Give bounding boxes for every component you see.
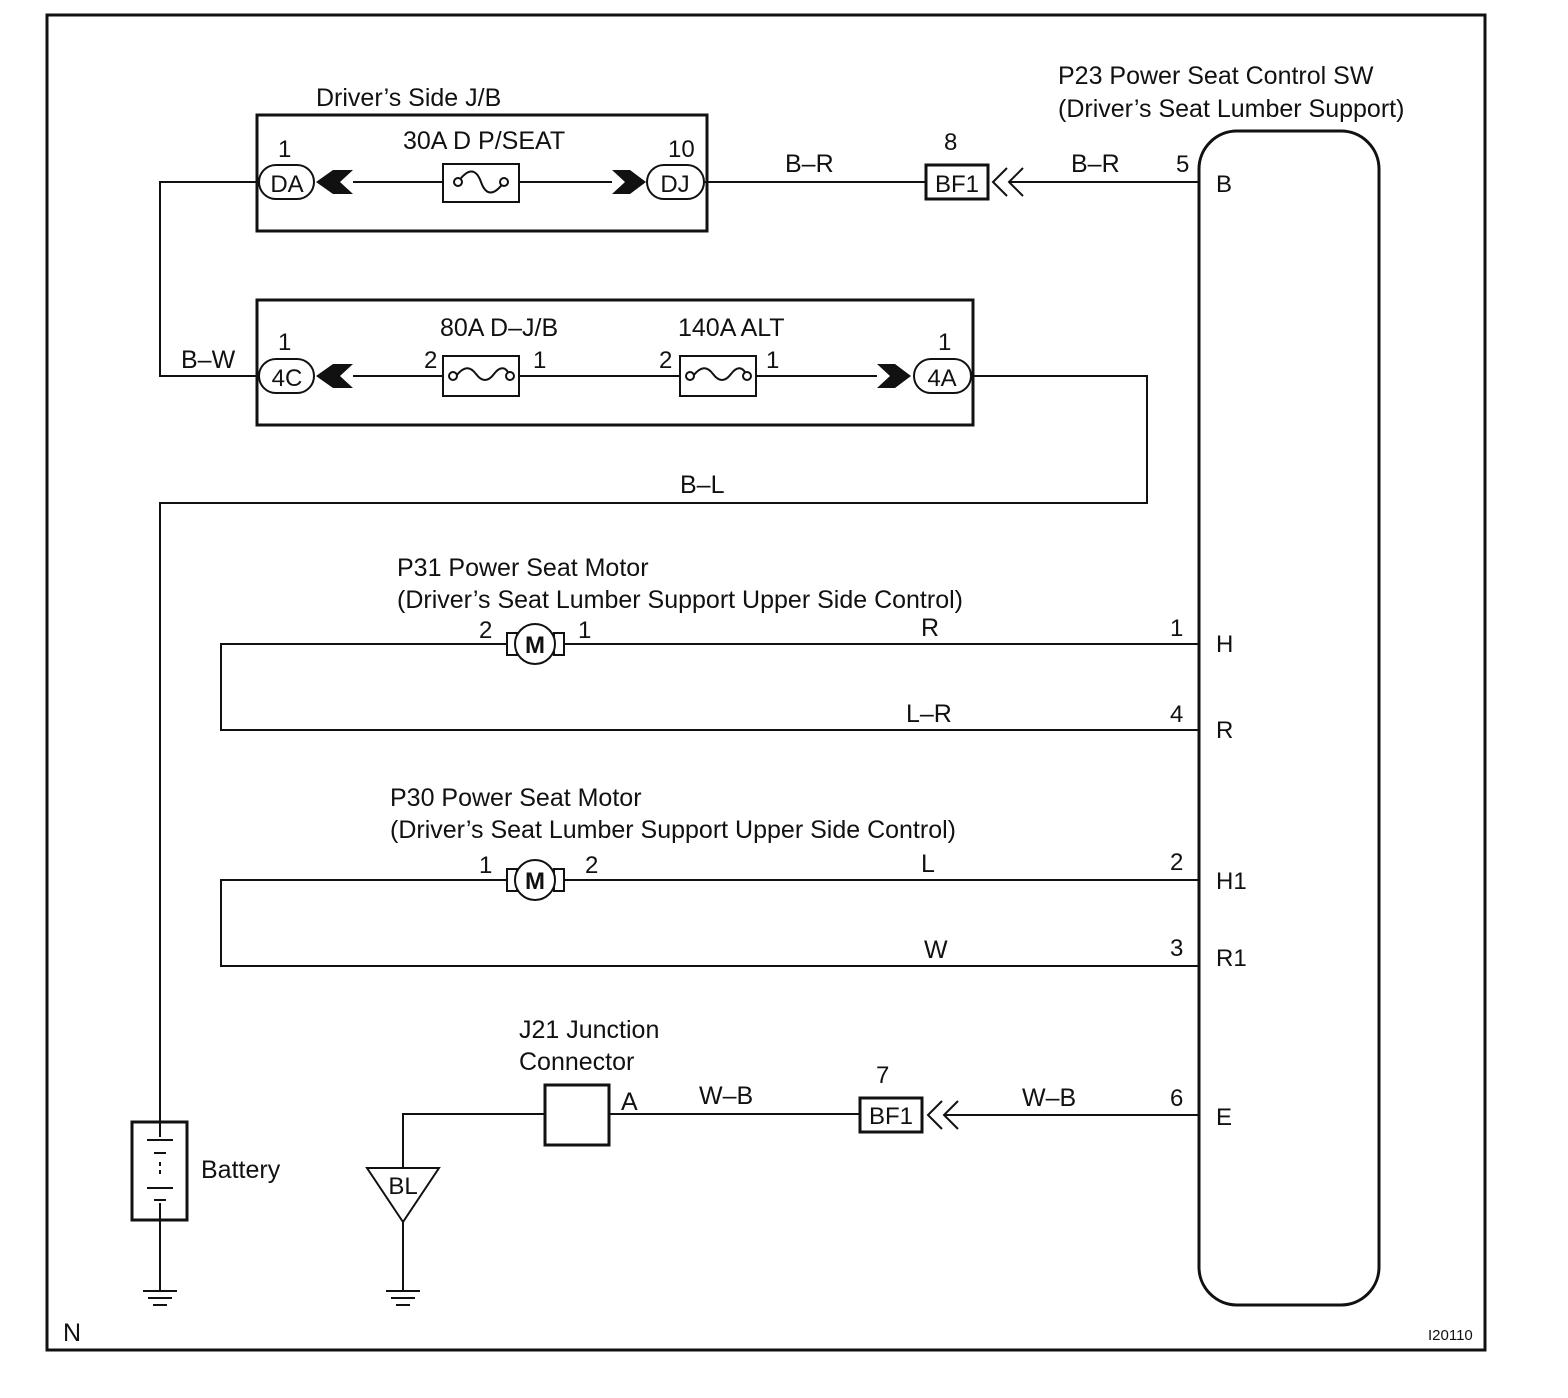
bf1-bottom-connector <box>858 1096 924 1134</box>
switch-terminal-h: H <box>1216 631 1233 658</box>
motor-p30-symbol: M <box>525 868 545 895</box>
bf1-top-label: BF1 <box>935 171 979 198</box>
wire-wb-right-label: W–B <box>1022 1084 1076 1112</box>
connector-4a-label: 4A <box>927 365 956 392</box>
corner-label-n: N <box>63 1319 81 1347</box>
fuse-80a-label: 80A D–J/B <box>440 314 558 342</box>
bf1-top-pin: 8 <box>944 129 957 156</box>
switch-pin-1: 1 <box>1170 615 1183 642</box>
fuse-140a-pin-right: 1 <box>766 347 779 374</box>
diagram-frame <box>45 13 1487 1352</box>
fuse-30a-element <box>457 170 505 194</box>
motor-p30-pin-left: 1 <box>479 852 492 879</box>
motor-p30-title-line2: (Driver’s Seat Lumber Support Upper Side… <box>390 816 956 844</box>
motor-p30-pin-right: 2 <box>585 852 598 879</box>
junction-title-line2: Connector <box>519 1048 634 1076</box>
switch-pin-2: 2 <box>1170 849 1183 876</box>
figure-code: I20110 <box>1428 1327 1473 1344</box>
switch-p23-body <box>1197 129 1381 1307</box>
wire-bl-label: B–L <box>680 471 725 499</box>
switch-terminal-b: B <box>1216 171 1232 198</box>
motor-p31-pin-right: 1 <box>578 617 591 644</box>
wire-wb-left-label: W–B <box>699 1082 753 1110</box>
fuse-80a-element <box>455 367 511 381</box>
connector-4a-arrow-icon <box>877 364 911 388</box>
ground-point-bl-icon <box>365 1167 441 1224</box>
motor-p31-symbol: M <box>525 632 545 659</box>
motor-p31-pin-left: 2 <box>479 617 492 644</box>
switch-terminal-r: R <box>1216 717 1233 744</box>
wire-br-right-label: B–R <box>1071 150 1120 178</box>
fuse-80a-pin-right: 1 <box>533 347 546 374</box>
motor-p30-icon <box>506 859 565 901</box>
switch-pin-4: 4 <box>1170 701 1183 728</box>
switch-title-line2: (Driver’s Seat Lumber Support) <box>1058 95 1404 123</box>
wire-w-label: W <box>924 936 948 964</box>
junction-j21-box <box>543 1083 611 1147</box>
box-left-pin: 1 <box>278 329 291 356</box>
bf1-bottom-pin: 7 <box>876 1062 889 1089</box>
fusible-link-box <box>255 298 975 427</box>
switch-title-line1: P23 Power Seat Control SW <box>1058 62 1374 90</box>
bf1-bottom-label: BF1 <box>869 1103 913 1130</box>
connector-da-arrow-icon <box>316 170 353 194</box>
ground-icon-left <box>143 1290 177 1306</box>
box-right-pin: 1 <box>938 329 951 356</box>
connector-4c-label: 4C <box>272 365 303 392</box>
bf1-top-connector <box>924 163 990 201</box>
wire-r-label: R <box>921 614 939 642</box>
fuse-140a-label: 140A ALT <box>678 314 785 342</box>
driver-jb-left-pin: 1 <box>278 136 291 163</box>
bf1-bottom-chevron-icon <box>926 1100 959 1130</box>
driver-jb-box <box>255 113 709 233</box>
motor-p31-title-line1: P31 Power Seat Motor <box>397 554 649 582</box>
connector-dj-label: DJ <box>660 171 689 198</box>
connector-4c-arrow-icon <box>316 364 353 388</box>
battery-label: Battery <box>201 1156 281 1184</box>
bf1-top-chevron-icon <box>991 167 1024 197</box>
junction-pin-a: A <box>621 1088 638 1116</box>
junction-title-line1: J21 Junction <box>519 1016 659 1044</box>
switch-terminal-h1: H1 <box>1216 868 1247 895</box>
switch-pin-6: 6 <box>1170 1085 1183 1112</box>
wire-l-label: L <box>921 850 935 878</box>
ground-icon-right <box>386 1290 420 1306</box>
wire-bw-label: B–W <box>181 346 236 374</box>
driver-jb-right-pin: 10 <box>668 136 695 163</box>
wire-br-left-label: B–R <box>785 150 834 178</box>
fuse-80a-pin-left: 2 <box>424 347 437 374</box>
motor-p31-icon <box>506 623 565 665</box>
fuse-140a-pin-left: 2 <box>659 347 672 374</box>
switch-terminal-e: E <box>1216 1104 1232 1131</box>
motor-p30-title-line1: P30 Power Seat Motor <box>390 784 642 812</box>
wire-lr-label: L–R <box>906 700 952 728</box>
ground-point-bl-label: BL <box>388 1173 417 1200</box>
fuse-140a-element <box>692 367 748 381</box>
switch-terminal-r1: R1 <box>1216 945 1247 972</box>
connector-dj-arrow-icon <box>612 170 646 194</box>
motor-p31-title-line2: (Driver’s Seat Lumber Support Upper Side… <box>397 586 963 614</box>
connector-da-label: DA <box>270 171 303 198</box>
switch-pin-3: 3 <box>1170 935 1183 962</box>
switch-pin-5: 5 <box>1176 151 1189 178</box>
driver-jb-title: Driver’s Side J/B <box>316 84 501 112</box>
driver-jb-fuse-label: 30A D P/SEAT <box>403 127 565 155</box>
